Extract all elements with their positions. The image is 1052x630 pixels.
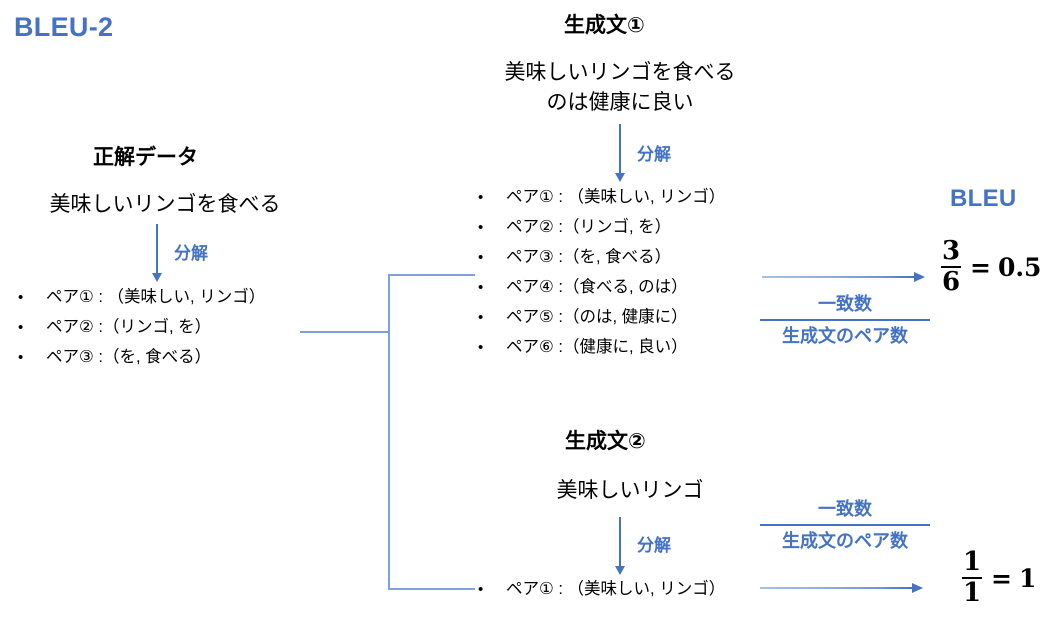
bullet-icon	[478, 183, 506, 213]
bullet-icon	[478, 273, 506, 303]
pair-text: ペア② :（リンゴ, を）	[506, 218, 672, 236]
list-item: ペア⑥ :（健康に, 良い）	[478, 332, 725, 362]
score-arrow-candidate1	[762, 271, 926, 283]
connector-line-stem	[300, 331, 390, 333]
fraction-denominator: 6	[941, 267, 961, 298]
list-item: ペア① : （美味しい, リンゴ）	[478, 574, 725, 604]
connector-line-branch-top	[388, 274, 475, 276]
decompose-label-candidate2: 分解	[637, 536, 671, 555]
bleu-label: BLEU	[950, 185, 1017, 212]
bullet-icon	[478, 243, 506, 273]
decompose-arrow-candidate2	[613, 517, 627, 575]
decompose-label-candidate1: 分解	[637, 145, 671, 164]
bullet-icon	[18, 313, 46, 343]
score-arrow-candidate2	[760, 582, 924, 594]
reference-sentence: 美味しいリンゴを食べる	[49, 193, 281, 216]
formula-numerator-label: 一致数	[818, 294, 872, 314]
candidate2-sentence-line1: 美味しいリンゴ	[556, 479, 704, 502]
score-value-candidate2: 1 1 = 1	[962, 547, 1037, 609]
candidate1-pair-list: ペア① : （美味しい, リンゴ） ペア② :（リンゴ, を） ペア③ :（を,…	[478, 182, 725, 362]
equals-sign: =	[970, 252, 991, 282]
candidate1-sentence-line2: のは健康に良い	[546, 91, 694, 114]
connector-line-vertical	[388, 274, 390, 590]
formula-ratio-candidate2: 一致数 生成文のペア数	[760, 495, 930, 553]
fraction: 3 6	[941, 236, 961, 298]
candidate1-heading: 生成文①	[564, 14, 645, 37]
formula-divider	[760, 524, 930, 526]
decompose-arrow-reference	[150, 224, 164, 282]
fraction-numerator: 3	[941, 236, 961, 266]
list-item: ペア② :（リンゴ, を）	[478, 212, 725, 242]
formula-numerator-label: 一致数	[818, 499, 872, 519]
pair-text: ペア④ :（食べる, のは）	[506, 278, 688, 296]
formula-ratio-candidate1: 一致数 生成文のペア数	[760, 290, 930, 348]
pair-text: ペア③ :（を, 食べる）	[46, 348, 212, 366]
list-item: ペア⑤ :（のは, 健康に）	[478, 302, 725, 332]
reference-pair-list: ペア① : （美味しい, リンゴ） ペア② :（リンゴ, を） ペア③ :（を,…	[18, 282, 265, 372]
fraction: 1 1	[962, 547, 982, 609]
list-item: ペア③ :（を, 食べる）	[478, 242, 725, 272]
score-value-candidate1: 3 6 = 0.5	[941, 236, 1042, 298]
list-item: ペア① : （美味しい, リンゴ）	[478, 182, 725, 212]
list-item: ペア③ :（を, 食べる）	[18, 342, 265, 372]
bullet-icon	[18, 283, 46, 313]
candidate2-heading: 生成文②	[565, 430, 646, 453]
fraction-numerator: 1	[962, 547, 982, 577]
equals-sign: =	[991, 563, 1012, 593]
formula-denominator-label: 生成文のペア数	[782, 325, 908, 346]
formula-denominator-label: 生成文のペア数	[782, 530, 908, 551]
fraction-bar	[941, 266, 961, 269]
pair-text: ペア③ :（を, 食べる）	[506, 248, 672, 266]
candidate2-pair-list: ペア① : （美味しい, リンゴ）	[478, 574, 725, 604]
list-item: ペア① : （美味しい, リンゴ）	[18, 282, 265, 312]
pair-text: ペア⑤ :（のは, 健康に）	[506, 308, 688, 326]
page-title: BLEU-2	[14, 12, 114, 42]
bullet-icon	[18, 343, 46, 373]
bullet-icon	[478, 333, 506, 363]
decompose-label-reference: 分解	[174, 244, 208, 263]
score-result: 1	[1018, 563, 1037, 593]
bullet-icon	[478, 303, 506, 333]
pair-text: ペア② :（リンゴ, を）	[46, 318, 212, 336]
formula-divider	[760, 319, 930, 321]
reference-heading: 正解データ	[93, 146, 198, 169]
pair-text: ペア① : （美味しい, リンゴ）	[506, 580, 726, 598]
pair-text: ペア① : （美味しい, リンゴ）	[46, 288, 266, 306]
list-item: ペア④ :（食べる, のは）	[478, 272, 725, 302]
pair-text: ペア① : （美味しい, リンゴ）	[506, 188, 726, 206]
bullet-icon	[478, 213, 506, 243]
candidate1-sentence-line1: 美味しいリンゴを食べる	[504, 61, 736, 84]
decompose-arrow-candidate1	[613, 124, 627, 182]
fraction-bar	[962, 577, 982, 580]
fraction-denominator: 1	[962, 578, 982, 609]
connector-line-branch-bottom	[388, 588, 475, 590]
score-result: 0.5	[997, 252, 1042, 282]
bullet-icon	[478, 575, 506, 605]
list-item: ペア② :（リンゴ, を）	[18, 312, 265, 342]
pair-text: ペア⑥ :（健康に, 良い）	[506, 338, 688, 356]
